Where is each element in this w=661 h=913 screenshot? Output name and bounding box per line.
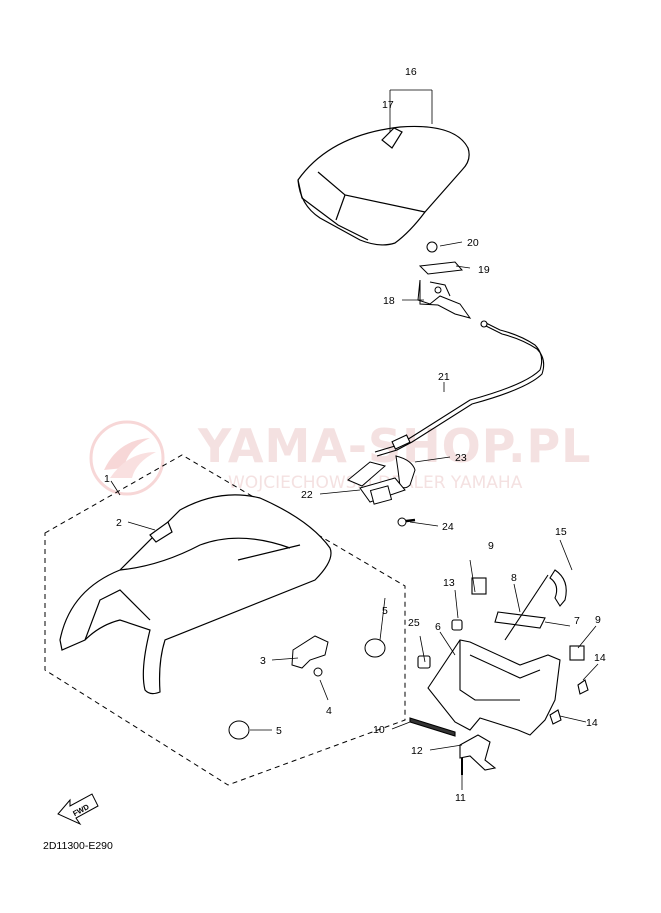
seat-lock-cable xyxy=(374,320,545,457)
callout-16: 16 xyxy=(405,66,417,78)
callout-3: 3 xyxy=(260,655,266,667)
rear-seat xyxy=(297,125,470,246)
fwd-arrow-icon: FWD xyxy=(57,793,99,826)
callout-24: 24 xyxy=(442,521,454,533)
callout-7: 7 xyxy=(574,615,580,627)
callout-11: 11 xyxy=(455,792,466,804)
callout-14a: 14 xyxy=(594,652,606,664)
seat-lock-bracket xyxy=(417,241,472,319)
callout-9a: 9 xyxy=(488,540,494,552)
callout-2: 2 xyxy=(116,517,122,529)
callout-17: 17 xyxy=(382,99,394,111)
callout-25: 25 xyxy=(408,617,420,629)
callout-23: 23 xyxy=(455,452,467,464)
callout-12: 12 xyxy=(411,745,423,757)
watermark: YAMA-SHOP.PL WOJCIECHOWSKI DEALER YAMAHA xyxy=(89,419,590,496)
callout-8: 8 xyxy=(511,572,517,584)
callout-13: 13 xyxy=(443,577,455,589)
callouts: 16 17 20 19 18 21 23 22 24 1 2 3 4 5 5 2… xyxy=(104,66,606,804)
callout-20: 20 xyxy=(467,237,479,249)
seat-assembly-dashed-box xyxy=(44,454,406,786)
front-seat xyxy=(59,494,332,695)
callout-14b: 14 xyxy=(586,717,598,729)
watermark-logo-icon xyxy=(89,420,165,496)
callout-6: 6 xyxy=(435,621,441,633)
watermark-subtitle: WOJCIECHOWSKI DEALER YAMAHA xyxy=(228,473,523,493)
catalog-code: 2D11300-E290 xyxy=(43,840,113,852)
callout-5b: 5 xyxy=(276,725,282,737)
callout-21: 21 xyxy=(438,371,450,383)
callout-22: 22 xyxy=(301,489,313,501)
callout-19: 19 xyxy=(478,264,490,276)
seat-bracket xyxy=(409,569,589,775)
seat-small-parts xyxy=(228,635,386,740)
callout-5a: 5 xyxy=(382,605,388,617)
leader-lines xyxy=(110,89,599,790)
callout-18: 18 xyxy=(383,295,395,307)
callout-4: 4 xyxy=(326,705,332,717)
callout-1: 1 xyxy=(104,473,110,485)
callout-10: 10 xyxy=(373,724,385,736)
lock-assembly xyxy=(347,455,416,527)
callout-15: 15 xyxy=(555,526,567,538)
callout-9b: 9 xyxy=(595,614,601,626)
